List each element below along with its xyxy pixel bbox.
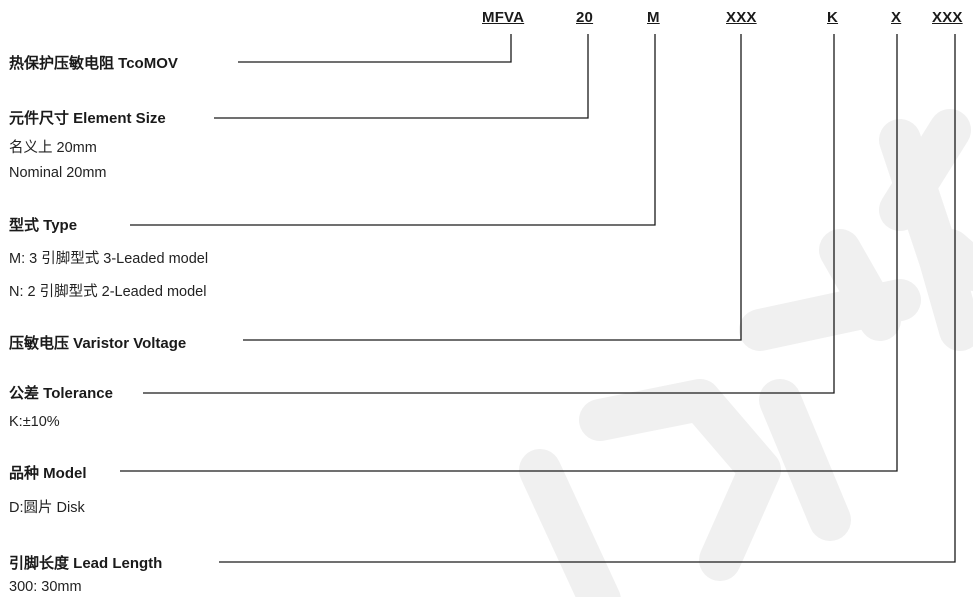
connector-lead-length (219, 34, 956, 563)
code-size: 20 (576, 9, 594, 26)
section-title-lead-length: 引脚长度 Lead Length (9, 555, 163, 572)
connector-model (120, 34, 898, 472)
code-tolerance: K (827, 9, 839, 26)
code-model: X (891, 9, 902, 26)
code-lead-length: XXX (932, 9, 963, 26)
lead-length-line-1: 300: 30mm (9, 579, 82, 595)
connector-voltage (243, 34, 742, 341)
connector-type (130, 34, 656, 226)
tolerance-line-1: K:±10% (9, 414, 60, 430)
type-line-2: N: 2 引脚型式 2-Leaded model (9, 284, 207, 300)
code-type: M (647, 9, 660, 26)
section-title-element-size: 元件尺寸 Element Size (9, 110, 166, 127)
code-voltage: XXX (726, 9, 757, 26)
element-size-line-2: Nominal 20mm (9, 165, 107, 181)
section-title-type: 型式 Type (9, 217, 78, 234)
connector-size (214, 34, 589, 119)
section-title-tcomov: 热保护压敏电阻 TcoMOV (9, 55, 178, 72)
model-line-1: D:圆片 Disk (9, 500, 85, 516)
section-title-tolerance: 公差 Tolerance (9, 385, 113, 402)
type-line-1: M: 3 引脚型式 3-Leaded model (9, 251, 209, 267)
element-size-line-1: 名义上 20mm (9, 140, 97, 156)
section-title-varistor-voltage: 压敏电压 Varistor Voltage (9, 335, 187, 352)
section-title-model: 品种 Model (9, 465, 87, 482)
code-series: MFVA (482, 9, 525, 26)
connector-series (238, 34, 512, 63)
connector-tolerance (143, 34, 835, 394)
